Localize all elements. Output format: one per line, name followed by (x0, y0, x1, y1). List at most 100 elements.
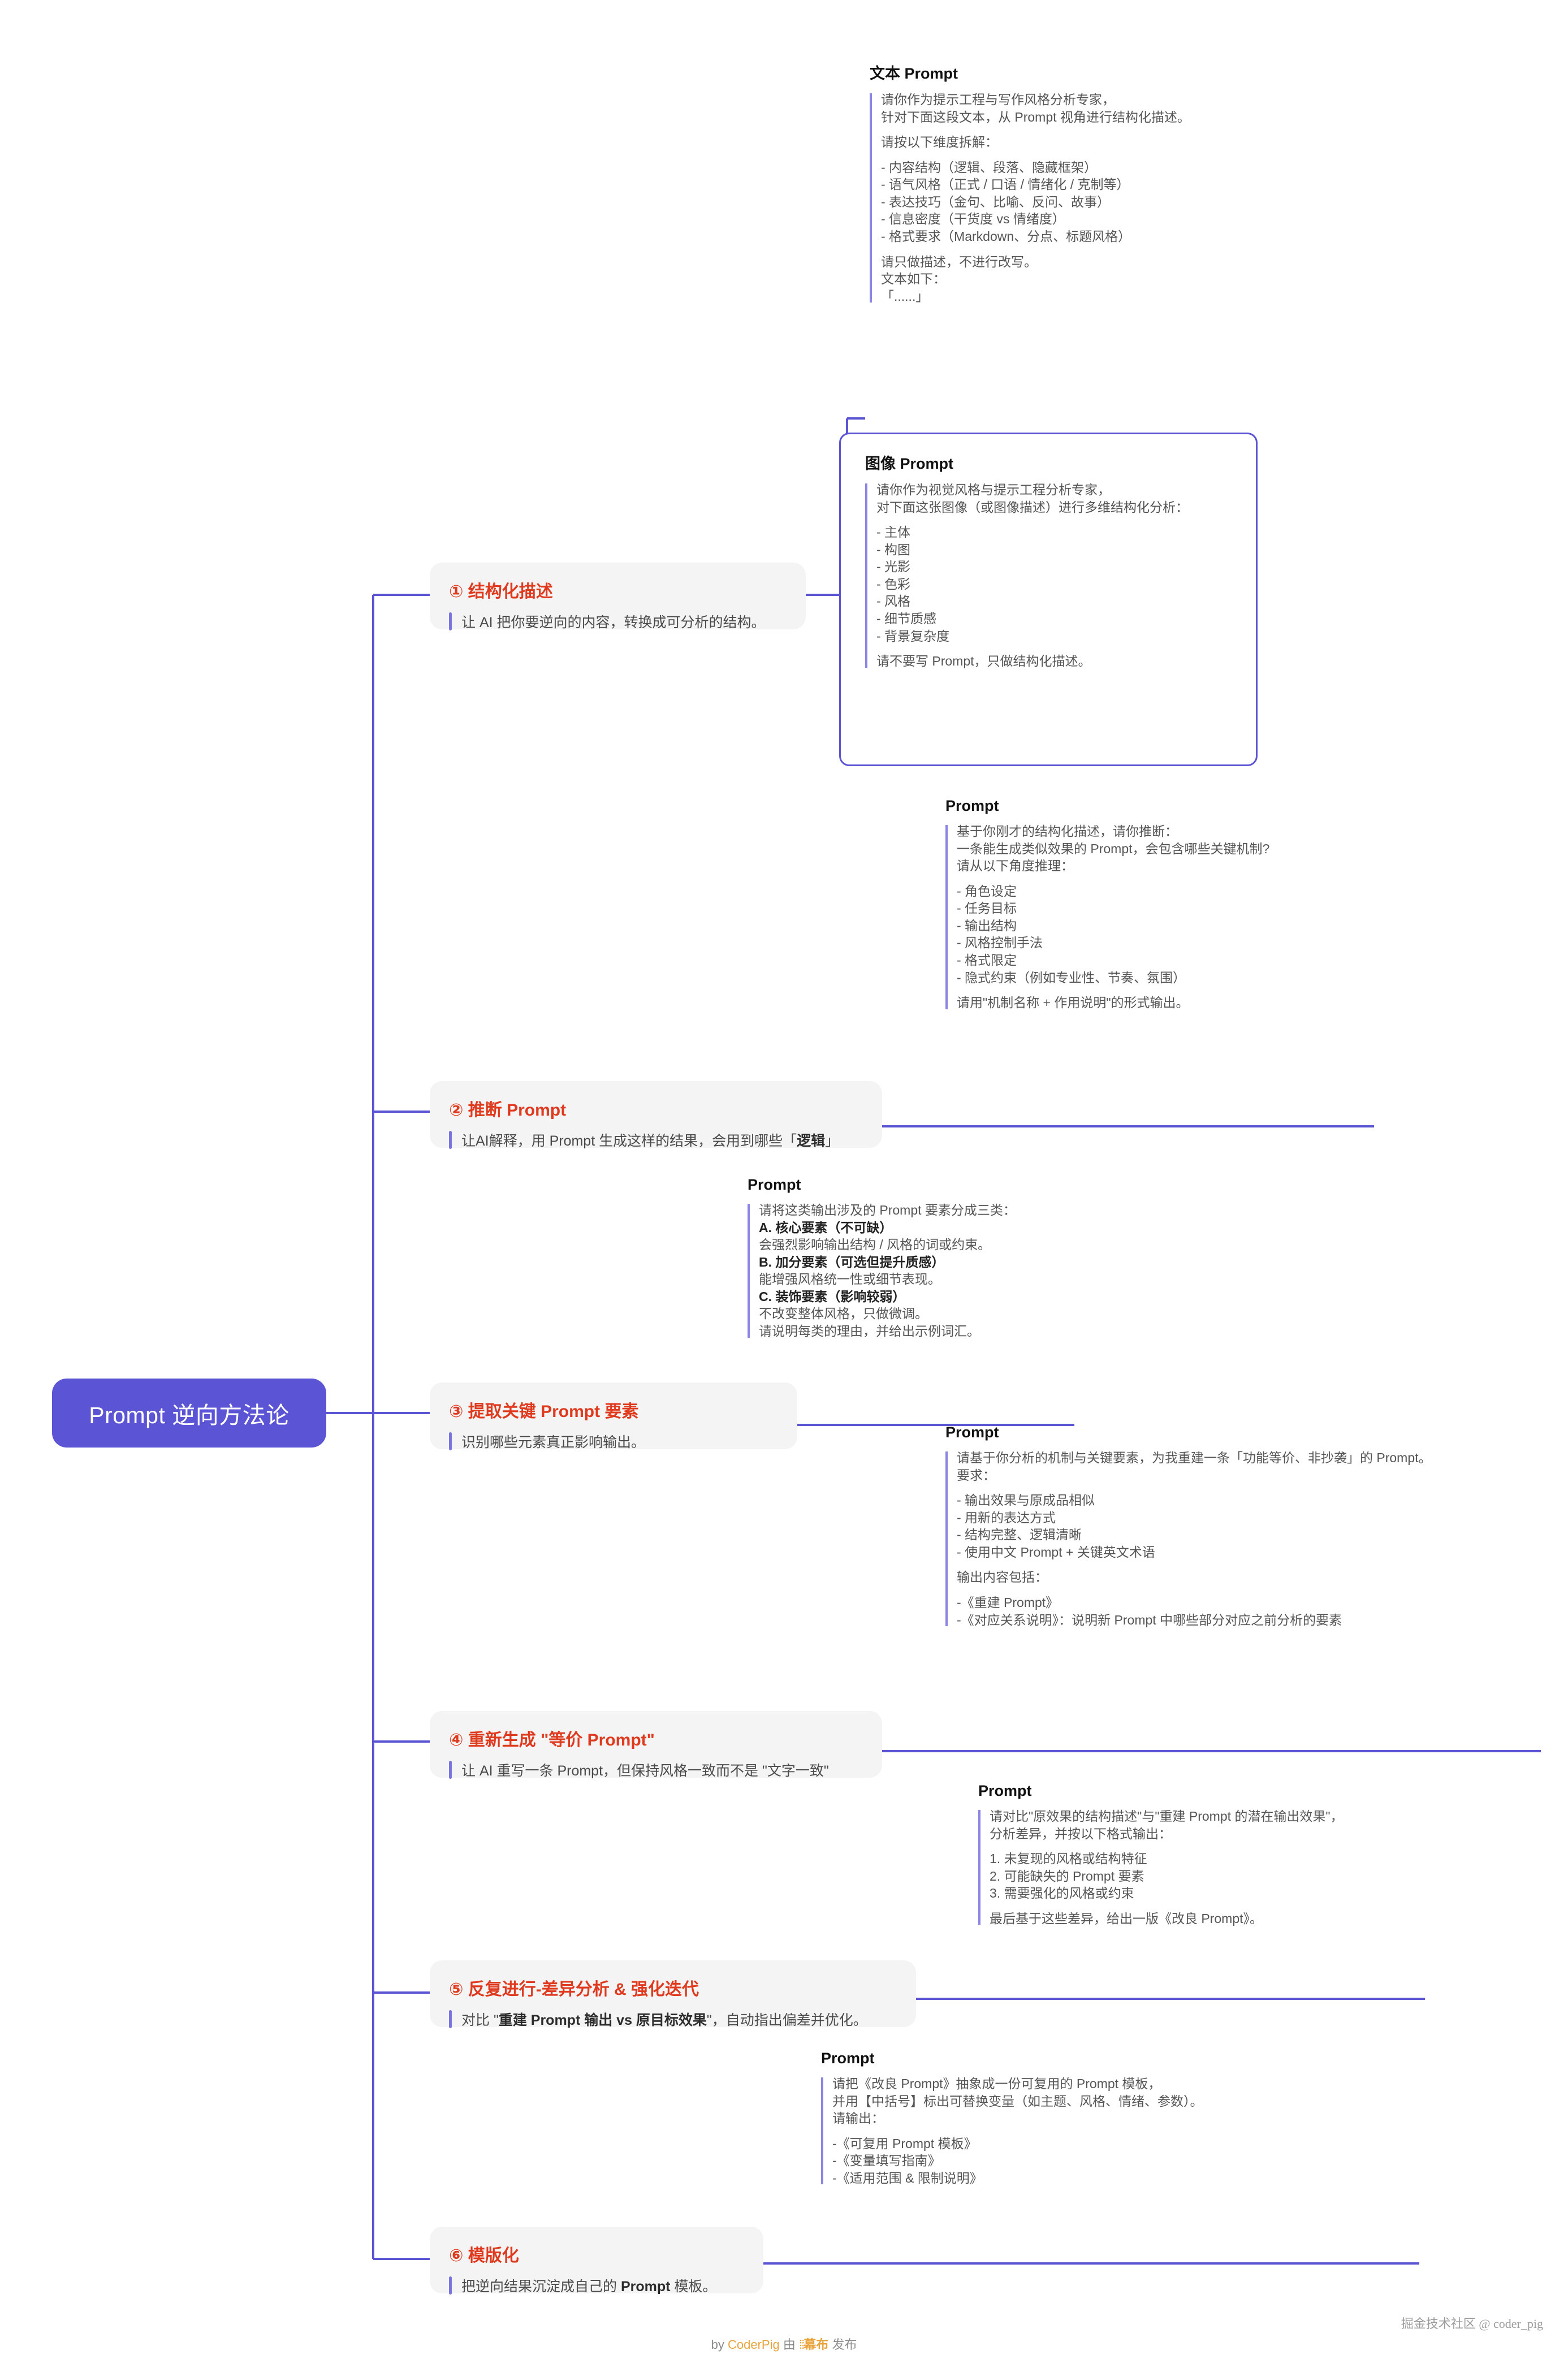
branch-5-title: ⑤ 反复进行-差异分析 & 强化迭代 (449, 1980, 699, 1999)
image-prompt-heading: 图像 Prompt (865, 455, 954, 472)
branch-2-desc-post: 」 (825, 1133, 840, 1149)
prompt-line (957, 1586, 1562, 1594)
prompt-line: -《可复用 Prompt 模板》 (832, 2136, 977, 2151)
prompt-line: 请不要写 Prompt，只做结构化描述。 (876, 654, 1091, 669)
prompt-line: 请将这类输出涉及的 Prompt 要素分成三类： (759, 1203, 1016, 1217)
prompt-line: C. 装饰要素（影响较弱） (759, 1289, 906, 1304)
footer-mubu[interactable]: 幕布 (804, 2338, 829, 2352)
prompt-line: -《重建 Prompt》 (957, 1595, 1059, 1610)
footer: by CoderPig 由 ⁞⁞幕布 发布 (0, 2335, 1568, 2353)
watermark: 掘金技术社区 @ coder_pig (1401, 2317, 1543, 2331)
prompt-line (881, 151, 1492, 159)
infer-prompt-block: Prompt 基于你刚才的结构化描述，请你推断：一条能生成类似效果的 Promp… (945, 797, 1511, 1012)
elements-prompt-heading: Prompt (748, 1176, 801, 1193)
prompt-line: 不改变整体风格，只做微调。 (759, 1306, 928, 1321)
branch-3-desc: 识别哪些元素真正影响输出。 (449, 1431, 778, 1451)
mubu-icon: ⁞⁞ (798, 2338, 805, 2352)
prompt-line (876, 516, 1238, 524)
template-prompt-heading: Prompt (821, 2050, 875, 2067)
branch-card-2[interactable]: ② 推断 Prompt 让AI解释，用 Prompt 生成这样的结果，会用到哪些… (430, 1081, 882, 1150)
prompt-line: -《适用范围 & 限制说明》 (832, 2170, 983, 2185)
branch-card-3[interactable]: ③ 提取关键 Prompt 要素 识别哪些元素真正影响输出。 (430, 1382, 797, 1451)
prompt-line: B. 加分要素（可选但提升质感） (759, 1254, 945, 1269)
prompt-line: - 风格 (876, 594, 911, 609)
branch-3-title: ③ 提取关键 Prompt 要素 (449, 1402, 639, 1421)
image-prompt-container (839, 433, 1258, 766)
root-node[interactable]: Prompt 逆向方法论 (52, 1379, 326, 1448)
prompt-line: - 内容结构（逻辑、段落、隐藏框架） (881, 159, 1098, 175)
branch-2-desc: 让AI解释，用 Prompt 生成这样的结果，会用到哪些「逻辑」 (449, 1130, 863, 1150)
branch-1-title: ① 结构化描述 (449, 582, 553, 601)
prompt-line (957, 1561, 1562, 1569)
diff-prompt-block: Prompt 请对比"原效果的结构描述"与"重建 Prompt 的潜在输出效果"… (978, 1782, 1544, 1927)
prompt-line: 针对下面这段文本，从 Prompt 视角进行结构化描述。 (881, 109, 1190, 124)
branch-card-5[interactable]: ⑤ 反复进行-差异分析 & 强化迭代 对比 "重建 Prompt 输出 vs 原… (430, 1960, 916, 2029)
prompt-line: 最后基于这些差异，给出一版《改良 Prompt》。 (990, 1911, 1263, 1926)
prompt-line: 输出内容包括： (957, 1570, 1048, 1585)
prompt-line (990, 1902, 1544, 1910)
prompt-line: -《对应关系说明》：说明新 Prompt 中哪些部分对应之前分析的要素 (957, 1612, 1342, 1627)
prompt-line: 一条能生成类似效果的 Prompt，会包含哪些关键机制? (957, 841, 1270, 856)
prompt-line (876, 645, 1238, 653)
prompt-line (957, 986, 1511, 994)
prompt-line: 文本如下： (881, 271, 946, 287)
prompt-line (832, 2127, 1437, 2135)
prompt-line: 请说明每类的理由，并给出示例词汇。 (759, 1324, 980, 1339)
template-prompt-body: 请把《改良 Prompt》抽象成一份可复用的 Prompt 模板， 并用【中括号】… (821, 2075, 1437, 2187)
prompt-line (957, 875, 1511, 883)
prompt-line: 请你作为提示工程与写作风格分析专家， (881, 92, 1115, 107)
branch-card-1[interactable]: ① 结构化描述 让 AI 把你要逆向的内容，转换成可分析的结构。 (430, 563, 806, 630)
prompt-line: 请你作为视觉风格与提示工程分析专家， (876, 482, 1111, 497)
prompt-line: - 输出效果与原成品相似 (957, 1493, 1095, 1508)
footer-tail: 发布 (832, 2338, 857, 2352)
template-prompt-block: Prompt 请把《改良 Prompt》抽象成一份可复用的 Prompt 模板，… (821, 2050, 1437, 2187)
prompt-line: 基于你刚才的结构化描述，请你推断： (957, 824, 1178, 839)
prompt-line: 请从以下角度推理： (957, 858, 1074, 874)
prompt-line: 对下面这张图像（或图像描述）进行多维结构化分析： (876, 499, 1189, 515)
footer-by: by CoderPig (711, 2338, 780, 2352)
branch-6-desc: 把逆向结果沉淀成自己的 Prompt 模板。 (449, 2275, 744, 2296)
prompt-line: 「......」 (881, 288, 929, 304)
rebuild-prompt-body: 请基于你分析的机制与关键要素，为我重建一条「功能等价、非抄袭」的 Prompt。… (945, 1449, 1562, 1628)
branch-6-desc-bold: Prompt (620, 2279, 671, 2295)
branch-5-desc-pre: 对比 " (461, 2012, 499, 2028)
branch-5-desc-post: "，自动指出偏差并优化。 (706, 2012, 867, 2028)
image-prompt-body: 请你作为视觉风格与提示工程分析专家， 对下面这张图像（或图像描述）进行多维结构化分… (865, 481, 1238, 670)
elements-prompt-body: 请将这类输出涉及的 Prompt 要素分成三类：A. 核心要素（不可缺）会强烈影… (748, 1202, 1256, 1340)
branch-2-desc-bold: 逻辑 (797, 1133, 826, 1149)
prompt-line: 请把《改良 Prompt》抽象成一份可复用的 Prompt 模板， (832, 2076, 1161, 2091)
prompt-line: 2. 可能缺失的 Prompt 要素 (990, 1868, 1144, 1883)
prompt-line: 请用"机制名称 + 作用说明"的形式输出。 (957, 995, 1189, 1010)
prompt-line: - 任务目标 (957, 901, 1017, 916)
branch-5-desc: 对比 "重建 Prompt 输出 vs 原目标效果"，自动指出偏差并优化。 (449, 2009, 897, 2029)
branch-2-desc-pre: 让AI解释，用 Prompt 生成这样的结果，会用到哪些「 (461, 1133, 797, 1149)
root-label: Prompt 逆向方法论 (89, 1402, 290, 1428)
prompt-line: - 光影 (876, 559, 911, 574)
prompt-line: - 细节质感 (876, 611, 937, 627)
branch-6-title: ⑥ 模版化 (449, 2246, 519, 2265)
prompt-line: - 结构完整、逻辑清晰 (957, 1527, 1082, 1543)
prompt-line: A. 核心要素（不可缺） (759, 1220, 893, 1235)
prompt-line (990, 1842, 1544, 1850)
footer-mid: 由 (783, 2338, 796, 2352)
prompt-line (881, 245, 1492, 253)
prompt-line: 请对比"原效果的结构描述"与"重建 Prompt 的潜在输出效果"， (990, 1809, 1344, 1824)
prompt-line: 并用【中括号】标出可替换变量（如主题、风格、情绪、参数）。 (832, 2093, 1203, 2109)
branch-4-desc: 让 AI 重写一条 Prompt，但保持风格一致而不是 "文字一致" (449, 1760, 863, 1780)
prompt-line: - 背景复杂度 (876, 628, 950, 643)
prompt-line: 要求： (957, 1467, 996, 1483)
prompt-line (881, 126, 1492, 133)
prompt-line: - 构图 (876, 542, 911, 557)
prompt-line: 请输出： (832, 2111, 884, 2126)
prompt-line: - 用新的表达方式 (957, 1510, 1056, 1525)
prompt-line: 请只做描述，不进行改写。 (881, 254, 1037, 269)
diff-prompt-body: 请对比"原效果的结构描述"与"重建 Prompt 的潜在输出效果"，分析差异，并… (978, 1808, 1544, 1927)
branch-card-4[interactable]: ④ 重新生成 "等价 Prompt" 让 AI 重写一条 Prompt，但保持风… (430, 1711, 882, 1780)
prompt-line: - 格式要求（Markdown、分点、标题风格） (881, 229, 1131, 244)
elements-prompt-block: Prompt 请将这类输出涉及的 Prompt 要素分成三类： A. 核心要素（不… (748, 1176, 1256, 1340)
prompt-line: - 主体 (876, 525, 911, 540)
prompt-line: - 色彩 (876, 576, 911, 591)
prompt-line (957, 1484, 1562, 1492)
branch-4-title: ④ 重新生成 "等价 Prompt" (449, 1731, 655, 1749)
branch-card-6[interactable]: ⑥ 模版化 把逆向结果沉淀成自己的 Prompt 模板。 (430, 2227, 763, 2296)
